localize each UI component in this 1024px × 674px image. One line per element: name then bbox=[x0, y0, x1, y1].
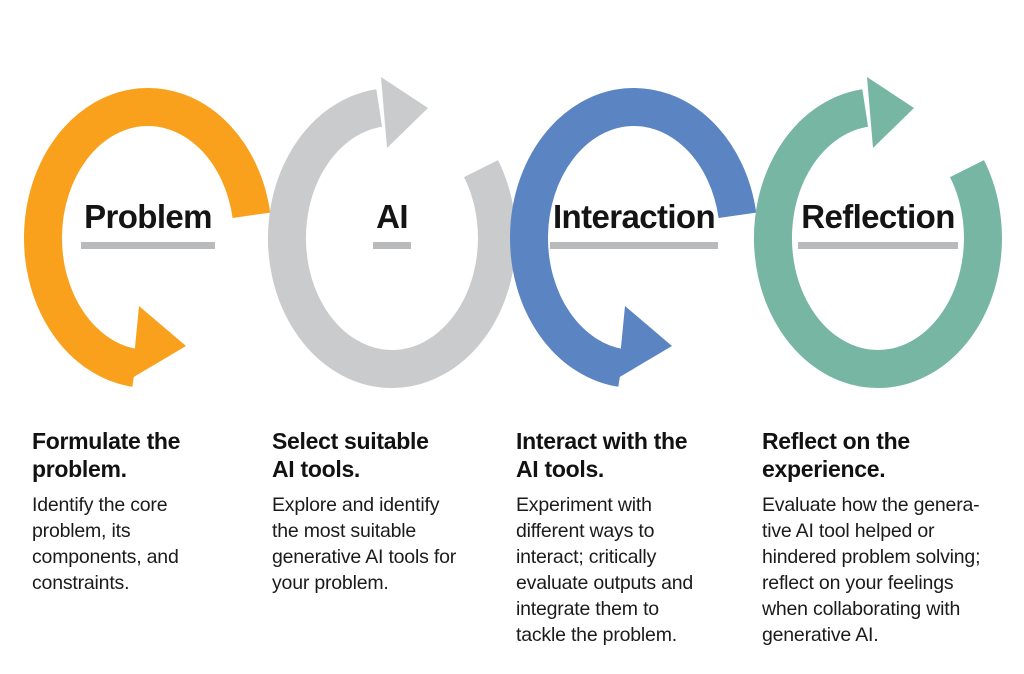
interaction-cycle-ring bbox=[509, 88, 757, 387]
stage-description-problem: Formulate the problem. Identify the core… bbox=[32, 427, 282, 596]
problem-cycle-ring bbox=[23, 88, 271, 387]
stage-body-ai: Explore and identify the most suitable g… bbox=[272, 494, 457, 594]
problem-arrow-icon bbox=[132, 306, 186, 378]
stage-description-ai: Select suitable AI tools. Explore and id… bbox=[272, 427, 522, 596]
stage-heading-problem: Formulate the problem. bbox=[32, 428, 181, 482]
stage-ai-ring-group bbox=[267, 77, 516, 388]
stage-problem-ring-group bbox=[23, 88, 271, 387]
stage-reflection-ring-group bbox=[753, 77, 1002, 388]
ai-arrow-icon bbox=[381, 77, 428, 148]
stage-heading-reflection: Reflect on the experience. bbox=[762, 428, 910, 482]
stage-interaction-ring-group bbox=[509, 88, 757, 387]
ai-cycle-ring bbox=[267, 89, 516, 388]
reflection-arrow-icon bbox=[867, 77, 914, 148]
stage-body-reflection: Evaluate how the genera- tive AI tool he… bbox=[762, 494, 981, 646]
stage-body-problem: Identify the core problem, its component… bbox=[32, 494, 179, 594]
stage-description-reflection: Reflect on the experience. Evaluate how … bbox=[762, 427, 1012, 648]
reflection-cycle-ring bbox=[753, 89, 1002, 388]
stage-body-interaction: Experiment with different ways to intera… bbox=[516, 494, 694, 646]
stage-heading-interaction: Interact with the AI tools. bbox=[516, 428, 688, 482]
process-cycle-graphic bbox=[23, 77, 1002, 388]
interaction-arrow-icon bbox=[618, 306, 672, 378]
stage-description-interaction: Interact with the AI tools. Experiment w… bbox=[516, 427, 766, 648]
stage-heading-ai: Select suitable AI tools. bbox=[272, 428, 429, 482]
